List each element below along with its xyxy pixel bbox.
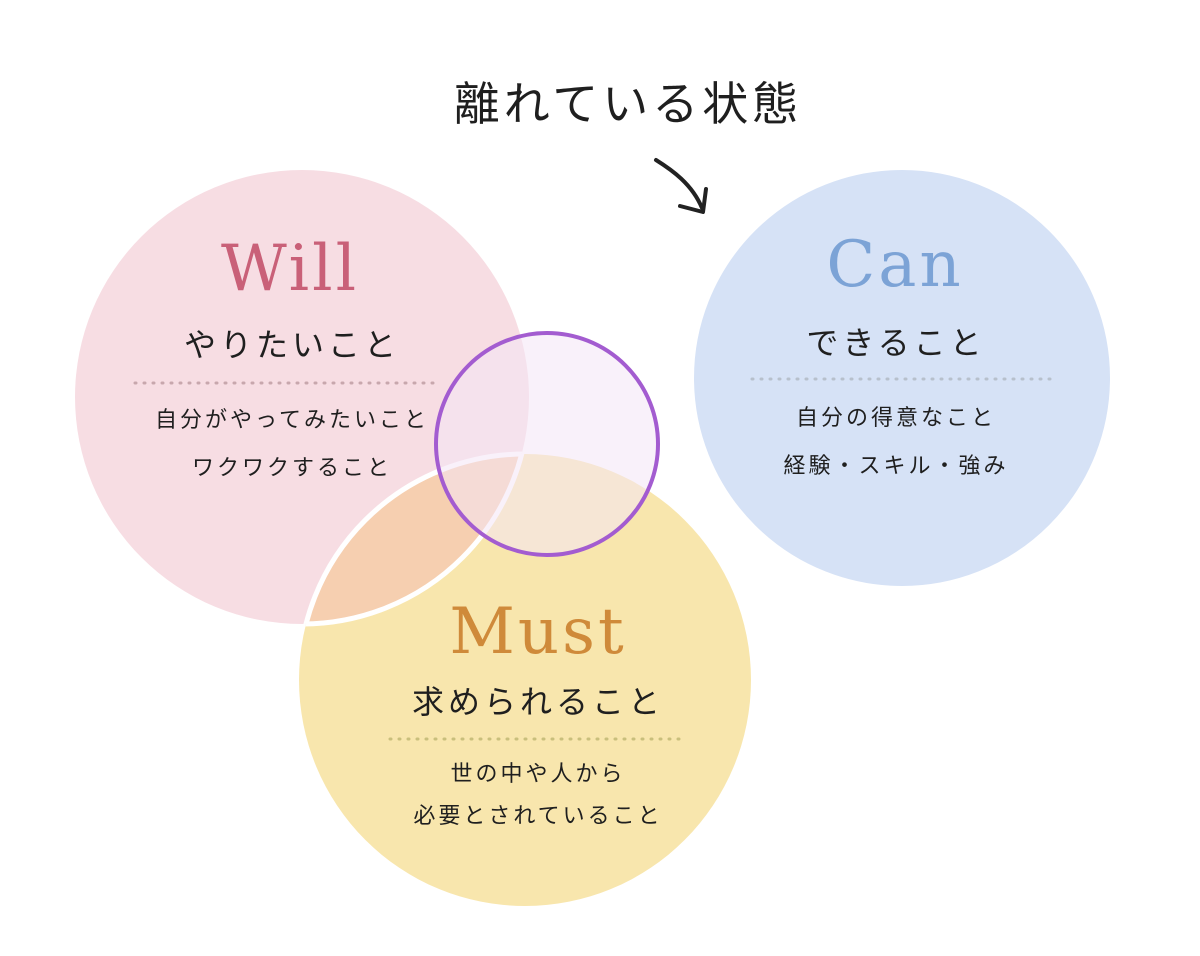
will-subtitle: やりたいこと bbox=[183, 326, 401, 364]
will-description-line-2: ワクワクすること bbox=[191, 456, 393, 481]
can-description-line-2: 経験・スキル・強み bbox=[783, 454, 1009, 479]
can-subtitle: できること bbox=[806, 324, 986, 362]
will-title: Will bbox=[220, 232, 360, 306]
can-circle bbox=[688, 164, 1116, 592]
must-subtitle: 求められること bbox=[411, 683, 665, 721]
can-description-line-1: 自分の得意なこと bbox=[795, 406, 997, 431]
will-must-overlap bbox=[299, 454, 529, 624]
must-description-line-2: 必要とされていること bbox=[413, 804, 663, 829]
must-description-line-1: 世の中や人から bbox=[450, 762, 626, 787]
curved-arrow-icon bbox=[654, 158, 708, 214]
can-title: Can bbox=[826, 228, 964, 302]
headline: 離れている状態 bbox=[453, 77, 803, 131]
must-title: Must bbox=[449, 595, 627, 669]
focus-ring bbox=[434, 331, 660, 557]
will-description-line-1: 自分がやってみたいこと bbox=[155, 408, 429, 433]
